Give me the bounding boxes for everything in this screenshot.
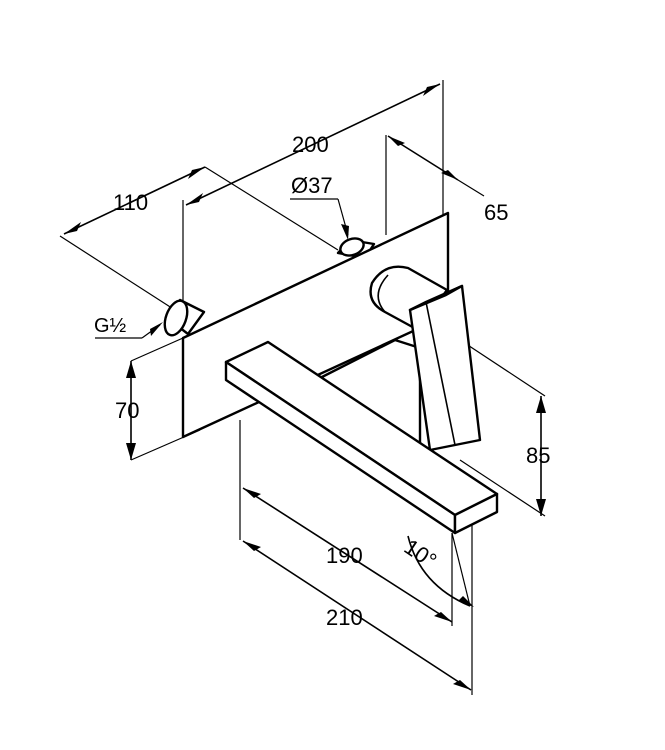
lever-handle	[408, 284, 482, 452]
label-g-half: G½	[94, 315, 127, 337]
arrow-190-right	[434, 612, 452, 622]
dim-line-200	[185, 83, 441, 206]
lever-handle-edge	[425, 301, 456, 446]
ext-line-110-right	[204, 166, 339, 251]
label-65: 65	[484, 200, 508, 225]
arrow-65-right	[441, 170, 458, 180]
label-110: 110	[113, 190, 148, 215]
dimension-190: 190	[239, 420, 453, 626]
spout	[224, 340, 499, 535]
dimension-200: 200	[182, 80, 444, 310]
arrow-85-bottom	[536, 499, 546, 516]
arrow-65-left	[388, 136, 405, 146]
arrow-190-left	[243, 488, 261, 498]
label-diameter-37: Ø37	[291, 173, 333, 198]
arrow-g-half	[150, 322, 163, 336]
arrow-85-top	[536, 396, 546, 413]
ext-line-85-bottom	[459, 459, 546, 517]
label-angle-10: 10°	[400, 534, 442, 573]
arrow-210-left	[243, 541, 261, 551]
dim-line-190	[242, 487, 453, 623]
arrow-200-left	[186, 193, 203, 205]
dimension-g-half: G½	[94, 315, 163, 339]
dimension-210: 210	[242, 525, 473, 695]
ext-line-70-top	[130, 337, 184, 362]
angle-ref-line	[451, 532, 471, 607]
inlet-pipe	[163, 298, 206, 337]
arrow-110-left	[64, 222, 81, 234]
arrow-70-top	[126, 361, 136, 378]
label-210: 210	[326, 605, 363, 630]
arrow-110-right	[188, 167, 205, 179]
arrow-diameter-37	[341, 224, 349, 240]
leader-65	[457, 179, 485, 197]
arrow-210-right	[453, 680, 471, 690]
label-70: 70	[115, 398, 139, 423]
label-85: 85	[526, 443, 550, 468]
faucet-body	[163, 211, 499, 535]
lever-cylinder-edge	[377, 274, 389, 313]
inlet-pipe-end	[163, 299, 189, 337]
label-190: 190	[326, 543, 363, 568]
dimension-diameter-37: Ø37	[290, 173, 349, 240]
dim-line-210	[242, 540, 472, 691]
spout-end	[453, 492, 499, 535]
arrow-70-bottom	[126, 443, 136, 460]
dimension-85: 85	[444, 329, 550, 517]
dimension-70: 70	[115, 337, 201, 461]
lever-handle-top	[408, 284, 464, 312]
dimension-110: 110	[59, 166, 339, 313]
top-pin-end	[339, 237, 365, 257]
ext-line-110-left	[59, 235, 179, 313]
arrow-200-right	[423, 84, 440, 96]
dimension-65: 65	[385, 135, 508, 235]
label-200: 200	[292, 132, 329, 157]
dim-line-110	[63, 166, 206, 235]
